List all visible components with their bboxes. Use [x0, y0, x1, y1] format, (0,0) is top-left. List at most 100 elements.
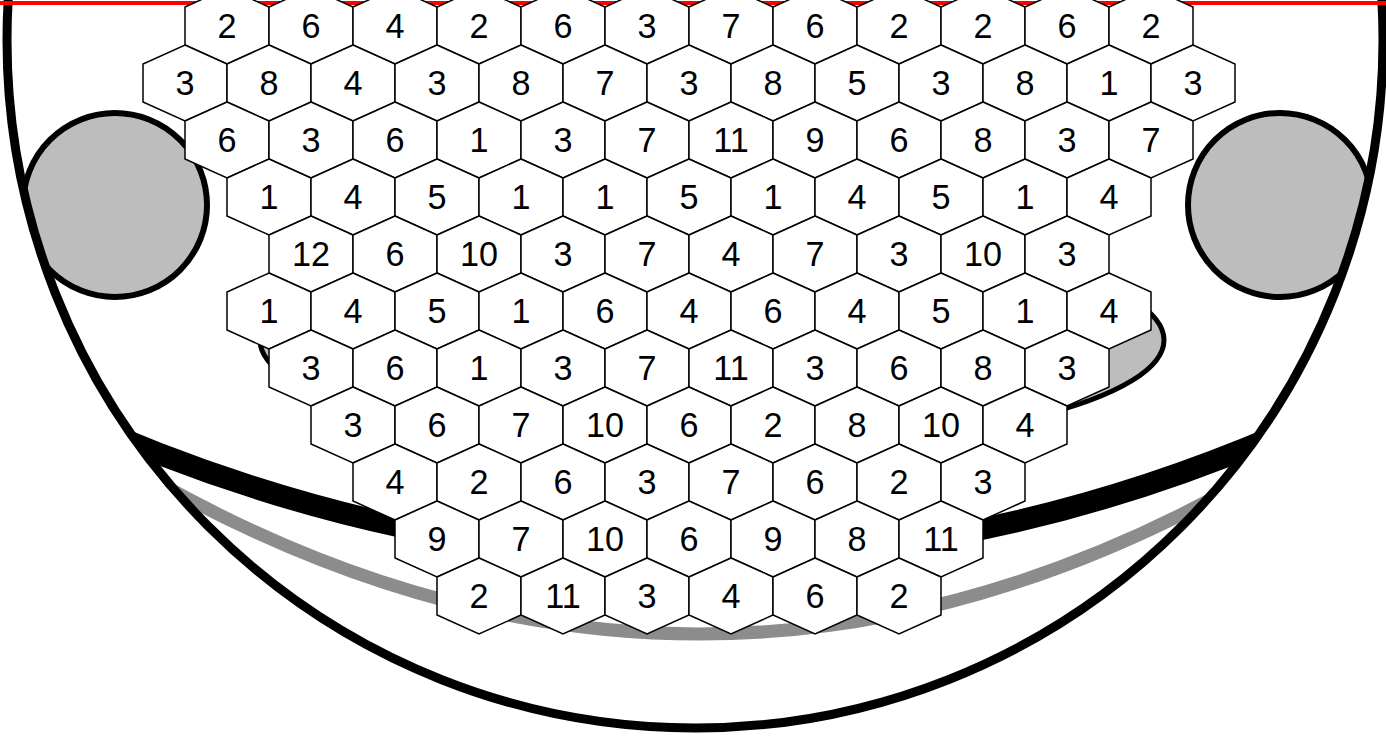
cell-number: 11	[899, 520, 983, 559]
cell-number: 6	[731, 292, 815, 331]
cell-number: 5	[899, 292, 983, 331]
cell-number: 7	[605, 349, 689, 388]
cell-number: 7	[689, 463, 773, 502]
cell-number: 6	[269, 7, 353, 46]
hex-shape	[521, 558, 605, 634]
cell-number: 7	[605, 121, 689, 160]
cell-number: 2	[437, 577, 521, 616]
cell-number: 3	[857, 235, 941, 274]
cell-number: 10	[437, 235, 521, 274]
cell-number: 1	[563, 178, 647, 217]
cell-number: 6	[353, 121, 437, 160]
cell-number: 3	[269, 349, 353, 388]
cell-number: 7	[773, 235, 857, 274]
hex-shape	[437, 558, 521, 634]
cell-number: 4	[983, 406, 1067, 445]
cell-number: 1	[479, 292, 563, 331]
cell-number: 1	[437, 121, 521, 160]
cell-number: 4	[311, 178, 395, 217]
cell-number: 7	[563, 64, 647, 103]
cell-number: 3	[1151, 64, 1235, 103]
cell-number: 3	[941, 463, 1025, 502]
hex-shape	[773, 558, 857, 634]
cell-number: 6	[1025, 7, 1109, 46]
cell-number: 3	[521, 121, 605, 160]
cell-number: 4	[689, 577, 773, 616]
cell-number: 10	[563, 520, 647, 559]
cell-number: 6	[395, 406, 479, 445]
cell-number: 5	[647, 178, 731, 217]
cell-number: 2	[857, 463, 941, 502]
cell-number: 8	[479, 64, 563, 103]
hex-cell: 3	[605, 558, 689, 634]
cell-number: 2	[857, 577, 941, 616]
cell-number: 2	[941, 7, 1025, 46]
cell-number: 3	[521, 349, 605, 388]
cell-number: 6	[521, 7, 605, 46]
cell-number: 1	[731, 178, 815, 217]
cell-number: 5	[395, 292, 479, 331]
cell-number: 3	[521, 235, 605, 274]
cell-number: 7	[479, 520, 563, 559]
cell-number: 9	[395, 520, 479, 559]
cell-number: 6	[857, 349, 941, 388]
cell-number: 12	[269, 235, 353, 274]
cell-number: 3	[605, 7, 689, 46]
cell-number: 8	[815, 520, 899, 559]
cell-number: 9	[773, 121, 857, 160]
hex-cell: 2	[857, 558, 941, 634]
cell-number: 3	[1025, 349, 1109, 388]
cell-number: 5	[815, 64, 899, 103]
cell-number: 6	[773, 577, 857, 616]
cell-number: 8	[815, 406, 899, 445]
face-outline	[7, 0, 1383, 728]
cell-number: 1	[227, 178, 311, 217]
cell-number: 3	[647, 64, 731, 103]
cell-number: 2	[437, 463, 521, 502]
cell-number: 3	[1025, 235, 1109, 274]
cell-number: 3	[605, 577, 689, 616]
cell-number: 1	[1067, 64, 1151, 103]
cell-number: 1	[437, 349, 521, 388]
cell-number: 6	[647, 406, 731, 445]
cell-number: 8	[227, 64, 311, 103]
hex-shape	[605, 558, 689, 634]
cell-number: 4	[353, 463, 437, 502]
cell-number: 3	[269, 121, 353, 160]
cell-number: 6	[857, 121, 941, 160]
cell-number: 3	[605, 463, 689, 502]
hex-cell: 2	[437, 558, 521, 634]
face-ground	[7, 0, 1383, 728]
cell-number: 3	[143, 64, 227, 103]
cell-number: 4	[815, 292, 899, 331]
cell-number: 8	[983, 64, 1067, 103]
hex-cell: 11	[521, 558, 605, 634]
cell-number: 8	[941, 121, 1025, 160]
cell-number: 3	[311, 406, 395, 445]
cell-number: 8	[941, 349, 1025, 388]
cell-number: 6	[773, 463, 857, 502]
cell-number: 10	[899, 406, 983, 445]
cell-number: 2	[185, 7, 269, 46]
cell-number: 7	[689, 7, 773, 46]
cell-number: 5	[395, 178, 479, 217]
cell-number: 6	[773, 7, 857, 46]
cell-number: 4	[647, 292, 731, 331]
hex-shape	[689, 558, 773, 634]
cell-number: 7	[1109, 121, 1193, 160]
cell-number: 4	[311, 64, 395, 103]
hex-cell: 6	[773, 558, 857, 634]
cell-number: 2	[731, 406, 815, 445]
cell-number: 7	[605, 235, 689, 274]
cell-number: 6	[521, 463, 605, 502]
cell-number: 1	[983, 292, 1067, 331]
cell-number: 6	[563, 292, 647, 331]
cell-number: 3	[899, 64, 983, 103]
cell-number: 6	[185, 121, 269, 160]
cell-number: 11	[689, 121, 773, 160]
hex-cell: 4	[689, 558, 773, 634]
cell-number: 9	[731, 520, 815, 559]
cell-number: 3	[773, 349, 857, 388]
